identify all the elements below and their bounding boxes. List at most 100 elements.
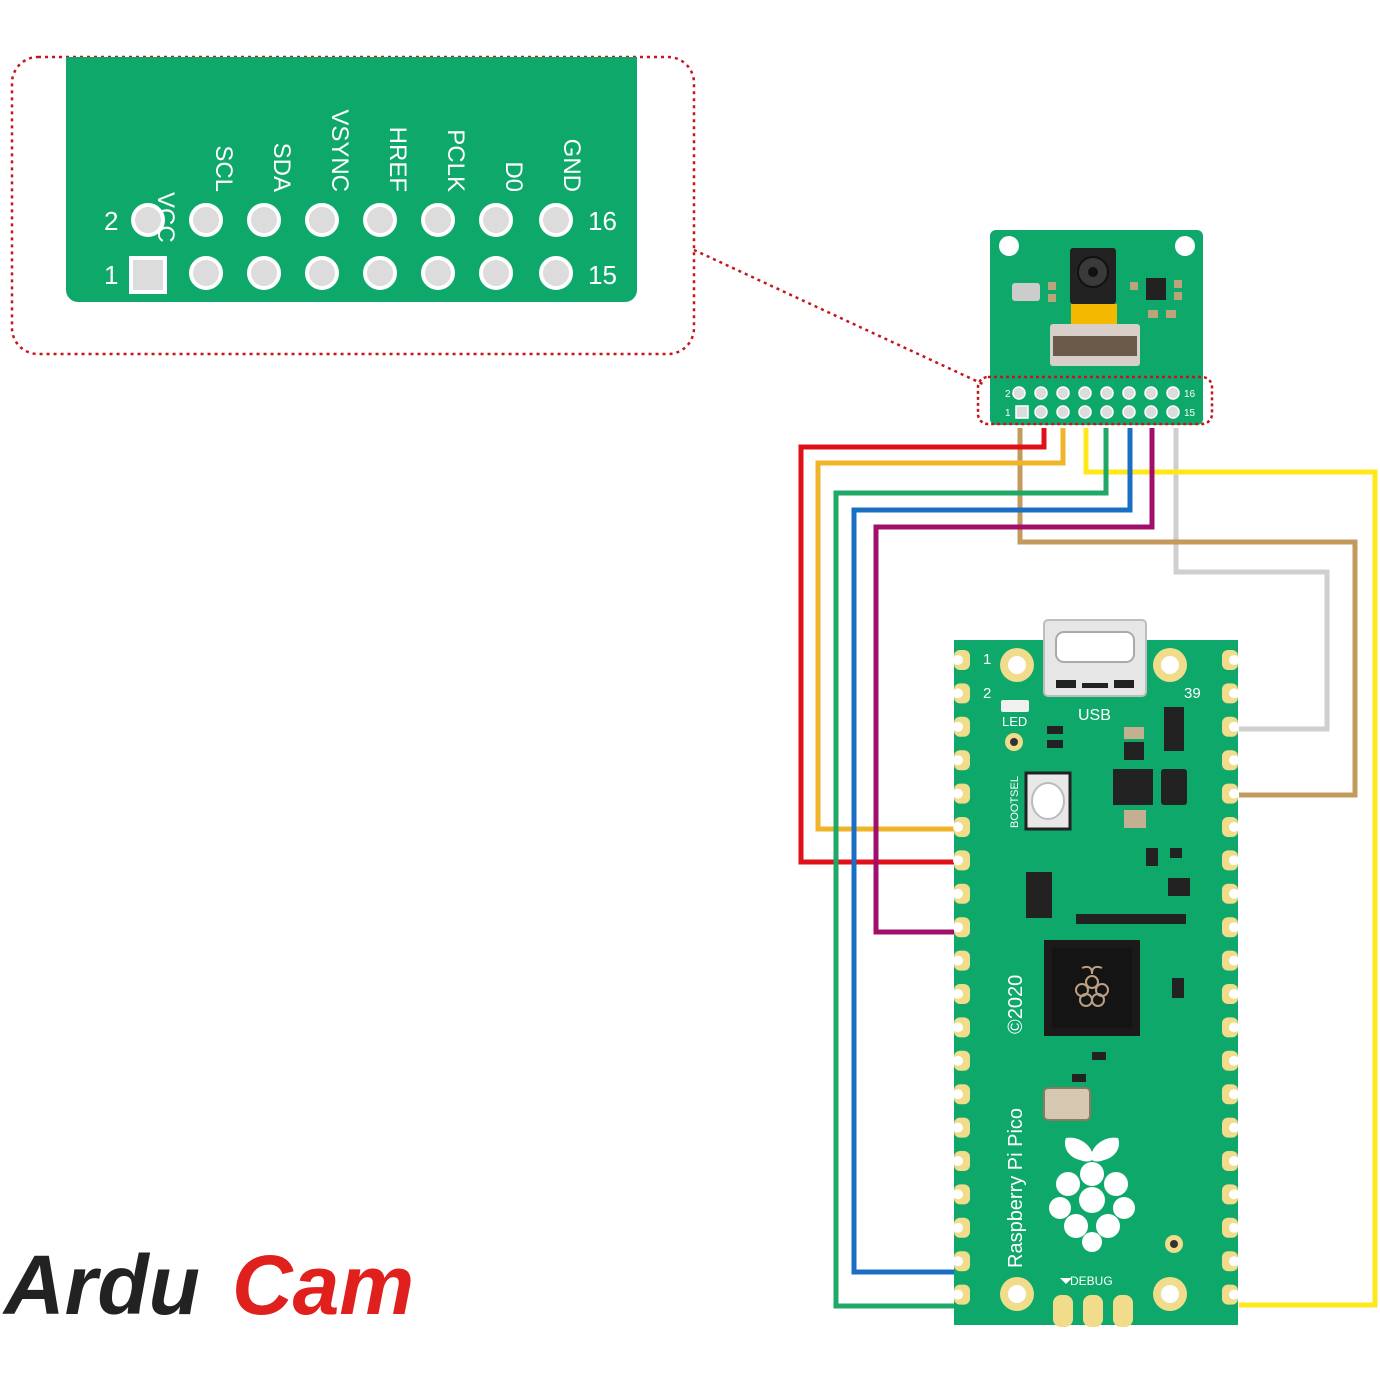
wire-href — [873, 428, 1155, 935]
pico-mount-holes — [1000, 648, 1187, 1311]
pin-hole — [1144, 386, 1158, 400]
pin-hole — [1122, 405, 1136, 419]
bootsel-label: BOOTSEL — [1009, 776, 1021, 828]
pico-castellated-pads — [953, 650, 1239, 1305]
edge-pad-hole — [1229, 1289, 1239, 1300]
camera-header-pins — [1015, 386, 1180, 419]
wire-scl — [815, 428, 1066, 832]
logo-text-cam: Cam — [232, 1238, 414, 1332]
pin-hole — [1034, 405, 1048, 419]
edge-pad-hole — [953, 655, 963, 665]
pin-hole — [363, 203, 397, 237]
pin-hole — [479, 256, 513, 290]
camera-flex-cable — [1071, 304, 1117, 326]
regulator-chip — [1113, 769, 1153, 805]
smd-part — [1092, 1052, 1106, 1060]
zoom-callout-leader — [693, 248, 986, 387]
pin-square — [1015, 405, 1029, 419]
mount-hole-inner — [1008, 1285, 1026, 1303]
edge-pad-hole — [953, 955, 963, 966]
edge-pad-hole — [953, 1156, 963, 1166]
raspberry-pi-logo-icon — [1049, 1137, 1135, 1252]
edge-pad-hole — [1229, 1256, 1239, 1267]
edge-pad-hole — [1229, 888, 1239, 899]
pin-hole — [305, 203, 339, 237]
smd-part — [1148, 310, 1158, 318]
pin-hole — [247, 256, 281, 290]
smd-part — [1146, 848, 1158, 866]
smd-part — [1130, 282, 1138, 290]
edge-pad-hole — [1229, 1055, 1239, 1066]
edge-pad-hole — [1229, 1122, 1239, 1133]
transistor — [1168, 878, 1190, 896]
smd-part — [1047, 726, 1063, 734]
connector-pins — [129, 203, 573, 294]
edge-pad-hole — [1229, 1089, 1239, 1100]
pin-hole — [421, 256, 455, 290]
edge-pad-hole — [953, 855, 963, 866]
edge-pad-hole — [953, 1289, 963, 1300]
wire-vsync — [851, 428, 1133, 1275]
edge-pad-hole — [1229, 822, 1239, 832]
pin-hole — [479, 203, 513, 237]
pin-number-39: 39 — [1184, 685, 1201, 702]
edge-pad-hole — [953, 989, 963, 999]
led-component — [1001, 700, 1029, 712]
inductor — [1164, 707, 1184, 751]
camera-row-16: 16 — [1184, 389, 1196, 400]
camera-header-highlight — [976, 375, 1214, 426]
edge-pad-hole — [953, 721, 963, 732]
regulator-chip — [1146, 278, 1166, 300]
pin-label-href: HREF — [384, 127, 411, 192]
flash-chip — [1026, 872, 1052, 918]
camera-module: 2 16 1 15 — [976, 230, 1214, 426]
smd-part — [1124, 727, 1144, 739]
edge-pad-hole — [1229, 1156, 1239, 1166]
usb-pad — [1114, 680, 1134, 688]
edge-pad-hole — [1229, 855, 1239, 866]
smd-part — [1048, 282, 1056, 290]
pin-hole — [1078, 405, 1092, 419]
pin-label-vsync: VSYNC — [326, 109, 353, 192]
smd-part — [1172, 978, 1184, 998]
usb-pad — [1082, 683, 1108, 688]
mount-hole-inner — [1161, 1285, 1179, 1303]
arducam-logo: Ardu Cam — [2, 1238, 414, 1332]
debug-arrow-icon — [1060, 1278, 1072, 1284]
crystal-component — [1043, 1087, 1091, 1121]
raspberry-pi-pico: USB 1 2 39 LED BOOTSEL — [953, 619, 1239, 1327]
debug-pad — [1083, 1295, 1103, 1327]
board-name: Raspberry Pi Pico — [1005, 1108, 1027, 1268]
debug-pads — [1053, 1295, 1133, 1327]
pico-components — [1026, 707, 1190, 1253]
row-number-16: 16 — [588, 206, 617, 236]
mount-hole — [1175, 236, 1195, 256]
pin-label-d0: D0 — [500, 161, 527, 192]
pin-hole — [1100, 405, 1114, 419]
edge-pad-hole — [953, 822, 963, 832]
edge-pad-hole — [1229, 655, 1239, 665]
wires — [798, 428, 1378, 1309]
pin-hole — [189, 256, 223, 290]
edge-pad-hole — [1229, 922, 1239, 933]
raspberry-chip-icon — [1075, 965, 1109, 1007]
usb-label: USB — [1078, 707, 1111, 724]
pin-hole — [1122, 386, 1136, 400]
smd-part — [1124, 742, 1144, 760]
wire-gnd — [1083, 428, 1378, 1308]
pin-hole — [363, 256, 397, 290]
smd-part — [1047, 740, 1063, 748]
pin-label-gnd: GND — [558, 139, 585, 192]
pin-hole — [421, 203, 455, 237]
edge-pad-hole — [1229, 755, 1239, 766]
edge-pad-hole — [1229, 721, 1239, 732]
debug-pad — [1113, 1295, 1133, 1327]
pin-hole — [305, 256, 339, 290]
pin-hole — [189, 203, 223, 237]
logo-text-ardu: Ardu — [2, 1238, 200, 1332]
test-pad-center — [1170, 1240, 1178, 1248]
edge-pad-hole — [1229, 1222, 1239, 1233]
copyright-text: ©2020 — [1005, 975, 1027, 1034]
pin-hole — [1144, 405, 1158, 419]
bootsel-button-cap[interactable] — [1031, 782, 1065, 820]
